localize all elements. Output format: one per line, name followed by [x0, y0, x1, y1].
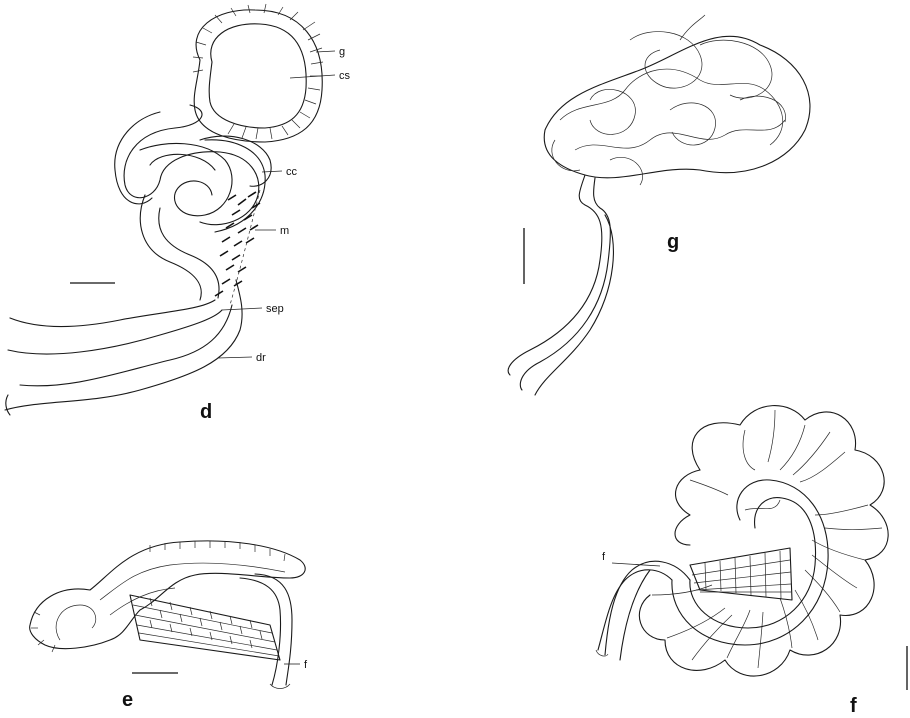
label-cs: cs: [339, 70, 351, 82]
panel-g-drawing: [508, 15, 810, 395]
label-e-f: f: [304, 659, 308, 671]
label-f-f: f: [602, 551, 606, 563]
label-dr: dr: [256, 352, 266, 364]
panel-f-drawing: [596, 406, 907, 690]
label-g: g: [339, 46, 345, 58]
label-cc: cc: [286, 166, 298, 178]
label-sep: sep: [266, 303, 284, 315]
label-m: m: [280, 225, 289, 237]
panel-d-drawing: [5, 4, 323, 415]
panel-label-g: g: [667, 231, 679, 253]
panel-label-d: d: [200, 401, 212, 423]
panel-label-f: f: [850, 695, 857, 717]
panel-label-e: e: [122, 689, 133, 711]
panel-e-drawing: [30, 541, 306, 689]
